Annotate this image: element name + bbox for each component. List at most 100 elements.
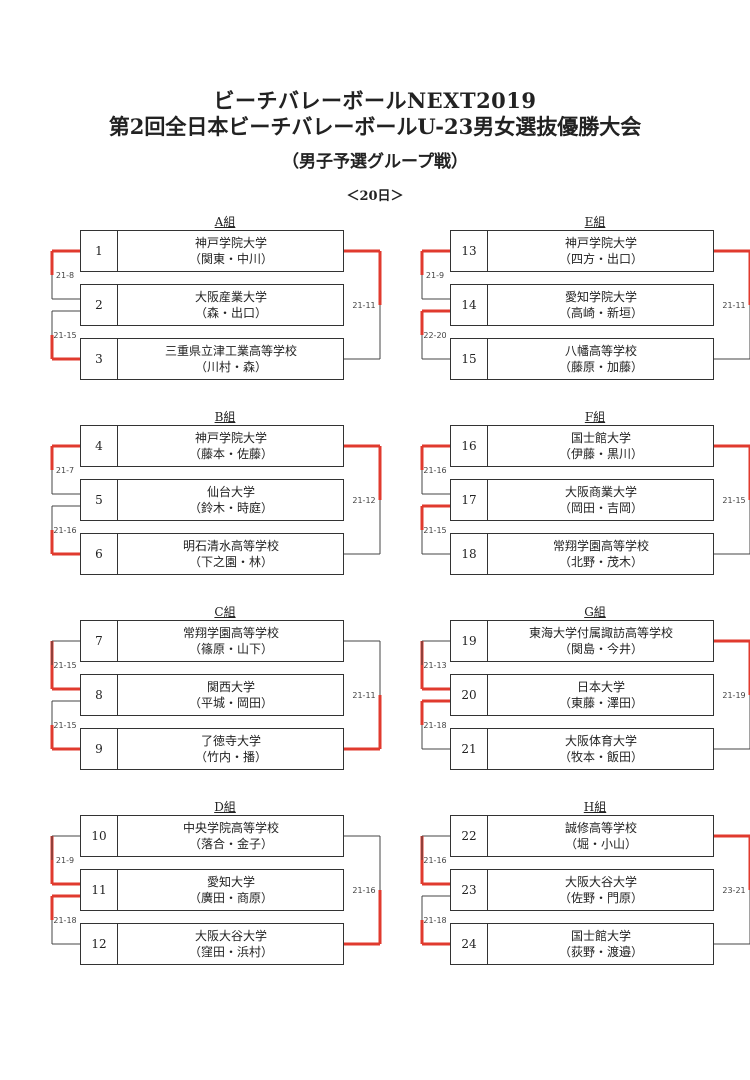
score-match-1-3: 21-11: [352, 691, 375, 700]
team-players: （牧本・飯田）: [558, 750, 643, 764]
team-players: （篠原・山下）: [188, 642, 273, 656]
team-players: （藤本・佐藤）: [188, 447, 273, 461]
score-match-2-3: 22-20: [423, 331, 446, 340]
team-players: （関東・中川）: [188, 252, 273, 266]
team-number: 15: [451, 339, 488, 379]
team-players: （岡田・吉岡）: [558, 501, 643, 515]
score-match-2-3: 21-18: [423, 721, 446, 730]
team-name: 誠修高等学校: [564, 821, 637, 835]
score-match-1-2: 21-9: [56, 856, 74, 865]
team-name: 常翔学園高等学校: [552, 539, 649, 553]
team-name: 日本大学: [576, 680, 625, 694]
team-players: （高崎・新垣）: [558, 306, 643, 320]
group-label: H組: [583, 800, 607, 814]
team-box: 22 誠修高等学校 （堀・小山）: [450, 815, 714, 857]
team-number: 1: [81, 231, 118, 271]
score-match-1-2: 21-8: [56, 271, 74, 280]
team-number: 19: [451, 621, 488, 661]
team-number: 11: [81, 870, 118, 910]
score-match-1-2: 21-7: [56, 466, 74, 475]
team-box: 18 常翔学園高等学校 （北野・茂木）: [450, 533, 714, 575]
team-players: （関島・今井）: [558, 642, 643, 656]
bracket-lines: 21-9 22-20 21-11: [420, 249, 750, 360]
team-players: （堀・小山）: [564, 837, 637, 851]
score-match-1-2: 21-15: [53, 661, 76, 670]
score-match-1-3: 21-11: [352, 301, 375, 310]
team-box: 21 大阪体育大学 （牧本・飯田）: [450, 728, 714, 770]
team-number: 14: [451, 285, 488, 325]
score-match-1-2: 21-13: [423, 661, 446, 670]
score-match-1-2: 21-16: [423, 856, 446, 865]
team-name: 大阪大谷大学: [194, 929, 267, 943]
score-match-2-3: 21-18: [423, 916, 446, 925]
team-players: （佐野・門原）: [558, 891, 643, 905]
team-players: （下之園・林）: [188, 555, 273, 569]
team-name: 大阪体育大学: [564, 734, 637, 748]
team-players: （四方・出口）: [558, 252, 643, 266]
score-match-1-3: 21-16: [352, 886, 375, 895]
team-name: 愛知学院大学: [564, 290, 637, 304]
score-match-2-3: 21-18: [53, 916, 76, 925]
team-players: （伊藤・黒川）: [558, 447, 643, 461]
team-number: 23: [451, 870, 488, 910]
team-number: 22: [451, 816, 488, 856]
score-match-1-2: 21-9: [426, 271, 444, 280]
score-match-1-3: 21-19: [722, 691, 745, 700]
team-players: （廣田・商原）: [188, 891, 273, 905]
day-label: ＜20日＞: [346, 189, 404, 204]
team-number: 2: [81, 285, 118, 325]
team-number: 3: [81, 339, 118, 379]
team-name: 中央学院高等学校: [182, 821, 279, 835]
team-number: 18: [451, 534, 488, 574]
team-players: （藤原・加藤）: [558, 360, 643, 374]
team-name: 八幡高等学校: [564, 344, 637, 358]
team-number: 16: [451, 426, 488, 466]
team-players: （北野・茂木）: [558, 555, 643, 569]
team-number: 21: [451, 729, 488, 769]
team-players: （森・出口）: [194, 306, 267, 320]
group-label: C組: [214, 605, 236, 619]
score-match-1-2: 21-16: [423, 466, 446, 475]
team-number: 13: [451, 231, 488, 271]
group-label: B組: [214, 410, 236, 424]
team-name: 神戸学院大学: [194, 431, 267, 445]
group-label: G組: [584, 605, 606, 619]
team-name: 仙台大学: [206, 485, 255, 499]
team-players: （平城・岡田）: [188, 696, 273, 710]
score-match-1-3: 21-11: [722, 301, 745, 310]
team-name: 愛知大学: [206, 875, 255, 889]
score-match-2-3: 21-16: [53, 526, 76, 535]
team-name: 明石清水高等学校: [182, 539, 279, 553]
team-name: 国士館大学: [570, 929, 631, 943]
score-match-2-3: 21-15: [423, 526, 446, 535]
group-label: D組: [214, 800, 236, 814]
team-box: 14 愛知学院大学 （高崎・新垣）: [450, 284, 714, 326]
score-match-2-3: 21-15: [53, 721, 76, 730]
team-number: 9: [81, 729, 118, 769]
team-number: 12: [81, 924, 118, 964]
title-line-1: ビーチバレーボールNEXT2019: [213, 88, 537, 113]
team-number: 8: [81, 675, 118, 715]
title-line-2: 第2回全日本ビーチバレーボールU-23男女選抜優勝大会: [108, 114, 642, 139]
